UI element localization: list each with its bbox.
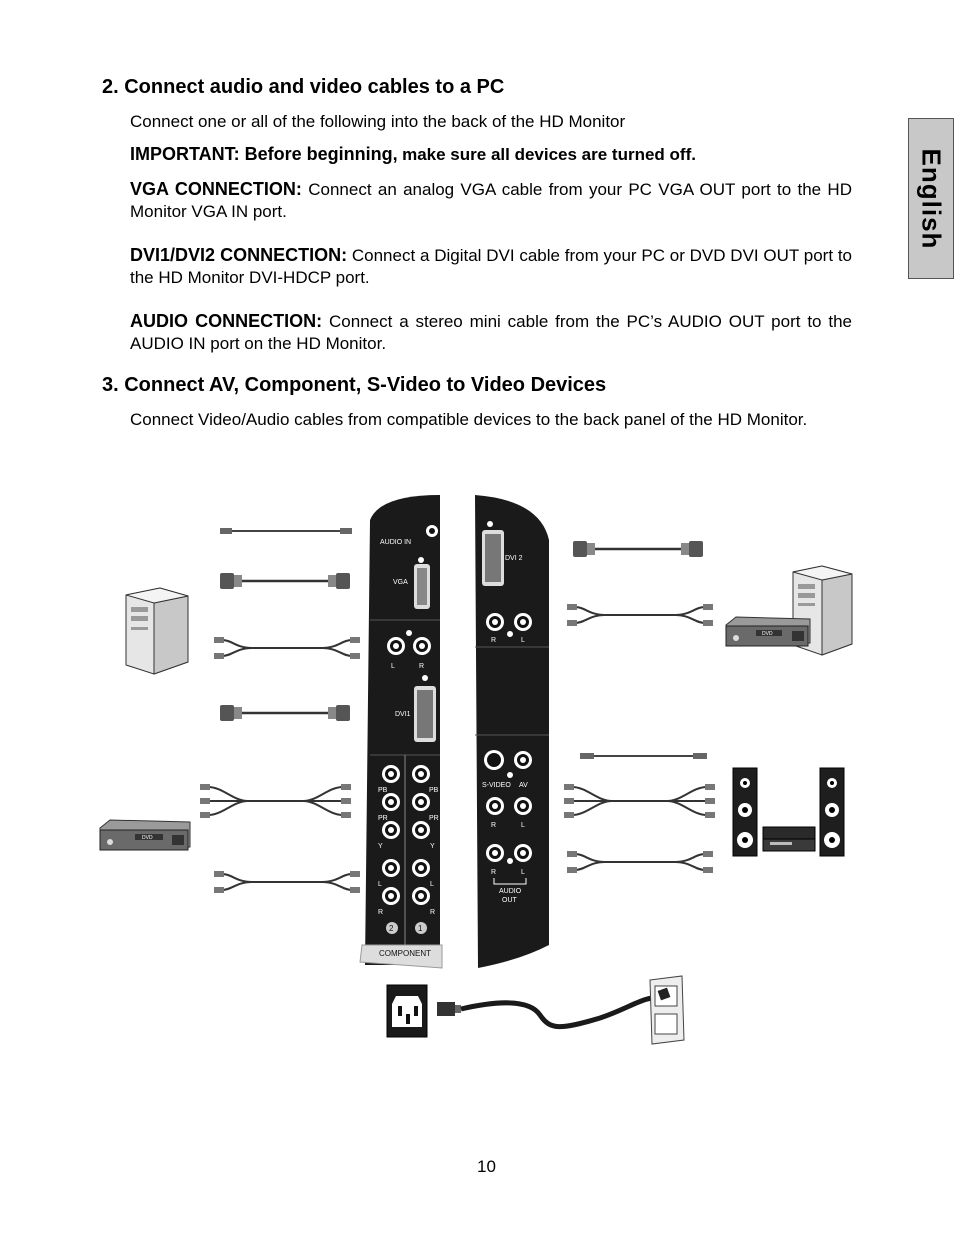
av-cable	[563, 783, 716, 819]
vga-label: VGA CONNECTION:	[130, 179, 302, 199]
pc-audio-cable	[213, 636, 361, 660]
dvi2-audio-r-label: R	[491, 637, 496, 644]
dvd-player-right: DVD	[725, 616, 811, 647]
component1-y-label: Y	[430, 843, 435, 850]
svideo-port-label: S-VIDEO	[482, 782, 511, 789]
important-text: make sure all devices are turned off.	[402, 145, 696, 164]
dvd-left-label: DVD	[142, 835, 153, 841]
audio-in-label: AUDIO IN	[380, 539, 411, 546]
component-label: COMPONENT	[379, 949, 431, 958]
wall-outlet	[649, 975, 685, 1045]
svideo-cable	[580, 753, 707, 759]
vga-port-label: VGA	[393, 579, 408, 586]
audio-out-r-label: R	[491, 869, 496, 876]
left-audio-r-label: R	[419, 663, 424, 670]
dvd-player-left: DVD	[99, 819, 191, 851]
component2-number: 2	[389, 924, 394, 933]
dvi-paragraph: DVI1/DVI2 CONNECTION: Connect a Digital …	[130, 244, 852, 289]
language-tab-label: English	[916, 148, 947, 249]
component2-y-label: Y	[378, 843, 383, 850]
audio-paragraph: AUDIO CONNECTION: Connect a stereo mini …	[130, 310, 852, 355]
vga-paragraph: VGA CONNECTION: Connect an analog VGA ca…	[130, 178, 852, 223]
section2-intro: Connect one or all of the following into…	[130, 112, 626, 131]
pc-tower-left	[125, 587, 189, 675]
left-audio-l-label: L	[391, 663, 395, 670]
audio-text: Connect a stereo mini cable from the PC’…	[130, 312, 852, 353]
vga-text: Connect an analog VGA cable from your PC…	[130, 180, 852, 221]
power-socket	[386, 984, 428, 1038]
audio-out-l-label: L	[521, 869, 525, 876]
dvi-cable-left	[218, 703, 352, 723]
connection-diagram: AUDIO IN VGA L R DVI1 PB PB PR PR Y Y L …	[99, 495, 853, 1045]
component2-l-label: L	[378, 881, 382, 888]
dvi-text: Connect a Digital DVI cable from your PC…	[130, 246, 852, 287]
dvi2-port-label: DVI 2	[505, 555, 523, 562]
left-cables	[199, 528, 361, 894]
power-cord	[437, 995, 663, 1030]
dvd-right-label: DVD	[762, 631, 773, 637]
dvi2-audio-cable	[566, 603, 714, 627]
component1-pr-label: PR	[429, 815, 439, 822]
stereo-system	[732, 767, 845, 857]
audio-out-label-line2: OUT	[502, 897, 518, 904]
vga-cable	[218, 571, 352, 591]
section2-heading: 2. Connect audio and video cables to a P…	[102, 76, 505, 98]
component2-pb-label: PB	[378, 787, 388, 794]
page-number: 10	[477, 1157, 496, 1176]
dvi1-port-label: DVI1	[395, 711, 411, 718]
dvi-label: DVI1/DVI2 CONNECTION:	[130, 245, 348, 265]
important-note: IMPORTANT: Before beginning, make sure a…	[130, 144, 696, 165]
component1-l-label: L	[430, 881, 434, 888]
component2-r-label: R	[378, 909, 383, 916]
left-connector-panel: AUDIO IN VGA L R DVI1 PB PB PR PR Y Y L …	[359, 495, 443, 969]
component1-pb-label: PB	[429, 787, 439, 794]
dvi-cable-right	[571, 539, 705, 559]
section3-heading: 3. Connect AV, Component, S-Video to Vid…	[102, 374, 607, 396]
pc-tower-right	[792, 565, 853, 656]
right-cables	[563, 539, 716, 874]
component-cable	[199, 783, 352, 819]
audio-out-cable	[566, 850, 714, 874]
right-connector-panel: DVI 2 R L S-VIDEO AV R L R L AUDIO OUT	[475, 495, 549, 968]
important-label: IMPORTANT: Before beginning,	[130, 144, 398, 164]
av-audio-l-label: L	[521, 822, 525, 829]
av-audio-r-label: R	[491, 822, 496, 829]
section3-intro: Connect Video/Audio cables from compatib…	[130, 410, 808, 429]
audio-label: AUDIO CONNECTION:	[130, 311, 323, 331]
dvi2-audio-l-label: L	[521, 637, 525, 644]
audio-out-label-line1: AUDIO	[499, 888, 522, 895]
component-audio-cable	[213, 870, 361, 894]
av-port-label: AV	[519, 782, 528, 789]
component1-r-label: R	[430, 909, 435, 916]
language-tab: English	[908, 118, 954, 279]
component1-number: 1	[418, 924, 423, 933]
component2-pr-label: PR	[378, 815, 388, 822]
stereo-mini-cable	[220, 528, 352, 534]
